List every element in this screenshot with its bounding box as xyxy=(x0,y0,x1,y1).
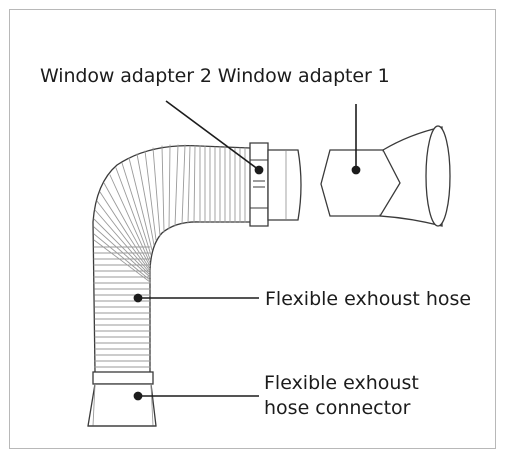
leader-dot-hose xyxy=(133,293,143,303)
hose-ribs-horizontal xyxy=(93,144,246,278)
flexible-exhaust-hose xyxy=(92,144,251,373)
label-hose-connector: Flexible exhoust hose connector xyxy=(264,371,419,421)
label-flexible-hose: Flexible exhoust hose xyxy=(265,288,472,310)
label-hose-connector-line2: hose connector xyxy=(264,397,411,419)
hose-connector xyxy=(87,371,157,427)
leader-lines xyxy=(133,100,361,401)
leader-dot-adapter-2 xyxy=(254,165,264,175)
leader-dot-adapter-1 xyxy=(351,165,361,175)
label-window-adapters: Window adapter 2 Window adapter 1 xyxy=(40,65,390,87)
window-adapter-1 xyxy=(320,125,451,227)
leader-dot-connector xyxy=(133,391,143,401)
label-hose-connector-line1: Flexible exhoust xyxy=(264,372,419,394)
hose-ribs-vertical xyxy=(93,233,151,368)
diagram-frame xyxy=(9,9,496,449)
window-adapter-2 xyxy=(249,142,302,227)
